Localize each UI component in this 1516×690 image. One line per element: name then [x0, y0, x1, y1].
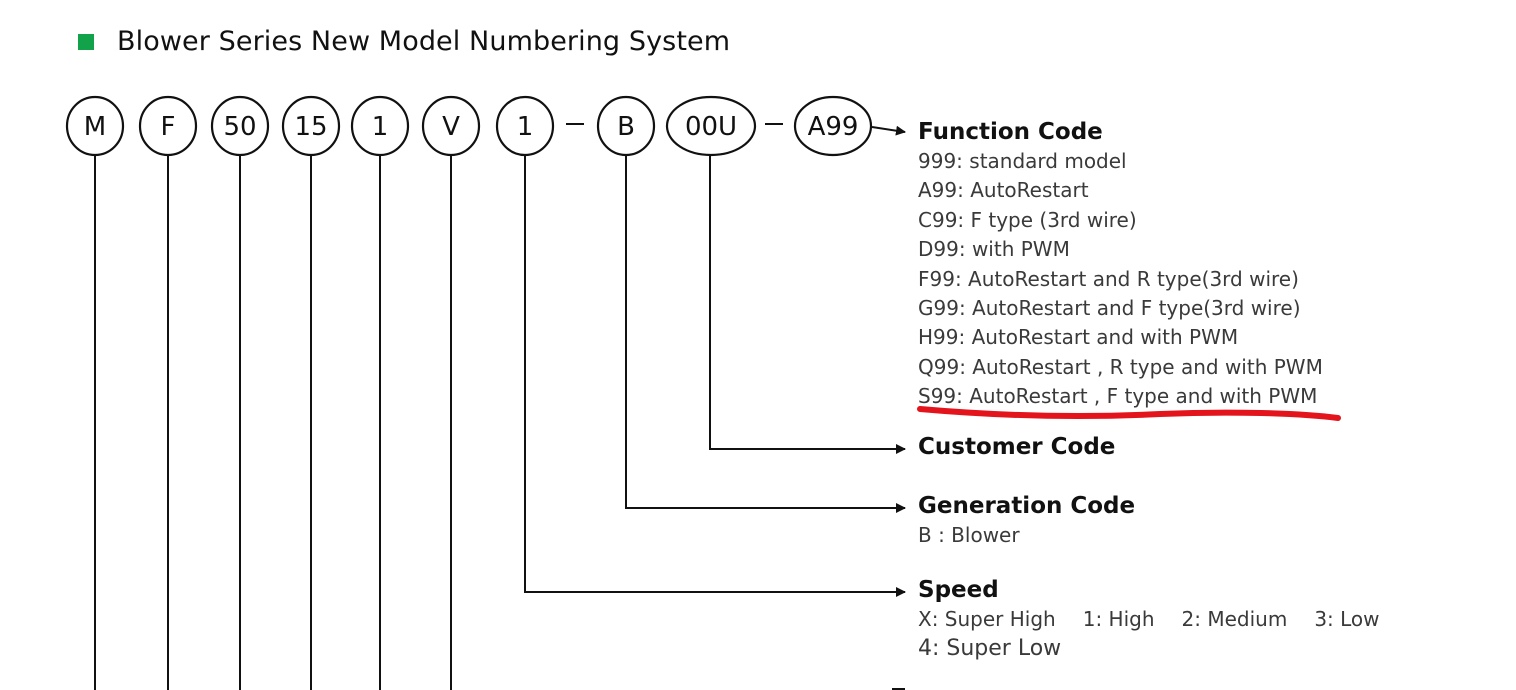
- code-label-f: F: [161, 112, 176, 142]
- page-header: Blower Series New Model Numbering System: [78, 26, 730, 57]
- page-title: Blower Series New Model Numbering System: [117, 26, 731, 57]
- code-label-b: B: [617, 112, 635, 142]
- leader-line-speed: [524, 155, 906, 597]
- customer-code-heading: Customer Code: [918, 434, 1116, 460]
- code-bubble-v: [421, 95, 481, 157]
- code-bubble-1a: [350, 95, 410, 157]
- code-label-a99: A99: [808, 112, 859, 142]
- highlight-underline: [917, 406, 1341, 421]
- function-code-item: F99: AutoRestart and R type(3rd wire): [918, 266, 1299, 291]
- code-label-1a: 1: [372, 112, 389, 142]
- speed-option-extra: 4: Super Low: [918, 636, 1062, 661]
- customer-code-block: Customer Code: [918, 432, 1115, 462]
- speed-heading: Speed: [918, 577, 999, 603]
- speed-option: 3: Low: [1314, 607, 1380, 631]
- code-label-15: 15: [294, 112, 327, 142]
- function-code-item: C99: F type (3rd wire): [918, 207, 1137, 232]
- speed-option: X: Super High: [918, 607, 1056, 631]
- code-bubble-50: [210, 95, 270, 157]
- generation-code-block: Generation Code B : Blower: [918, 491, 1135, 550]
- code-label-m: M: [84, 112, 106, 142]
- leader-line-customer: [709, 155, 906, 454]
- speed-block: Speed X: Super High 1: High 2: Medium 3:…: [918, 575, 1380, 664]
- leader-line-generation: [625, 155, 906, 513]
- code-bubble-b: [596, 95, 656, 157]
- speed-option: 2: Medium: [1181, 607, 1288, 631]
- code-bubble-00u: [665, 95, 757, 157]
- function-code-item: S99: AutoRestart , F type and with PWM: [918, 384, 1318, 409]
- speed-option: 1: High: [1082, 607, 1155, 631]
- leader-line-function: [871, 125, 906, 136]
- code-label-1b: 1: [517, 112, 534, 142]
- code-bubble-1b: [495, 95, 555, 157]
- code-bubble-m: [65, 95, 125, 157]
- generation-code-heading: Generation Code: [918, 493, 1136, 519]
- generation-code-item: B : Blower: [918, 523, 1020, 547]
- function-code-item: G99: AutoRestart and F type(3rd wire): [918, 296, 1301, 321]
- code-label-v: V: [442, 112, 460, 142]
- green-square-bullet-icon: [78, 33, 94, 50]
- code-label-50: 50: [223, 112, 256, 142]
- function-code-item: Q99: AutoRestart , R type and with PWM: [918, 354, 1323, 379]
- function-code-item: A99: AutoRestart: [918, 178, 1089, 203]
- function-code-heading: Function Code: [918, 119, 1103, 145]
- code-bubble-15: [281, 95, 341, 157]
- code-bubble-a99: [793, 95, 873, 157]
- function-code-item: 999: standard model: [918, 149, 1127, 173]
- speed-options-row: X: Super High 1: High 2: Medium 3: Low: [918, 605, 1380, 634]
- function-code-item: D99: with PWM: [918, 237, 1070, 262]
- function-code-item: H99: AutoRestart and with PWM: [918, 325, 1239, 350]
- code-bubble-f: [138, 95, 198, 157]
- code-label-00u: 00U: [685, 112, 737, 142]
